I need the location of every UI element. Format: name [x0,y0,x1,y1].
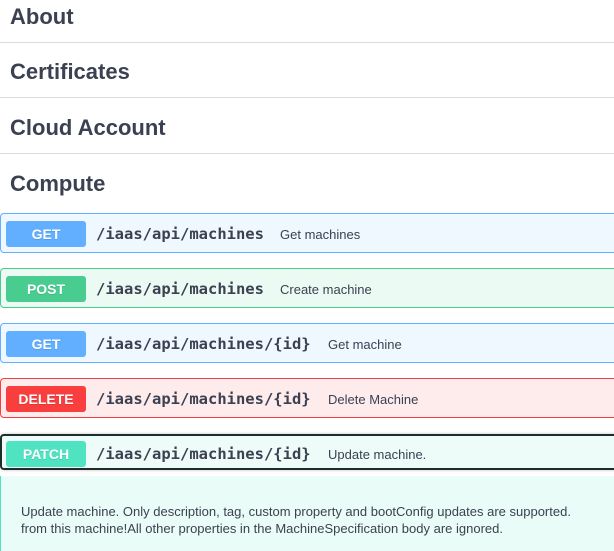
operation-post-machines[interactable]: POST /iaas/api/machines Create machine [0,268,614,308]
operation-path: /iaas/api/machines [96,280,264,298]
method-badge-get: GET [6,221,86,247]
operation-description: Update machine. Only description, tag, c… [21,504,571,536]
method-badge-patch: PATCH [6,441,86,467]
operation-path: /iaas/api/machines/{id} [96,390,311,408]
method-badge-post: POST [6,276,86,302]
method-badge-get: GET [6,331,86,357]
operation-delete-machine[interactable]: DELETE /iaas/api/machines/{id} Delete Ma… [0,378,614,418]
operation-get-machine-by-id[interactable]: GET /iaas/api/machines/{id} Get machine [0,323,614,363]
operation-patch-machine[interactable]: PATCH /iaas/api/machines/{id} Update mac… [0,434,614,470]
method-badge-delete: DELETE [6,386,86,412]
section-title-certificates: Certificates [10,59,130,84]
operation-summary: Get machines [280,227,361,242]
operation-path: /iaas/api/machines/{id} [96,445,311,463]
operation-details-panel: Update machine. Only description, tag, c… [0,476,614,551]
section-compute[interactable]: Compute [0,154,614,210]
section-title-compute: Compute [10,171,106,196]
operation-summary: Get machine [328,337,402,352]
operation-summary: Create machine [280,282,372,297]
operation-summary: Delete Machine [328,392,419,407]
section-title-cloud-account: Cloud Account [10,115,166,140]
section-title-about: About [10,4,74,29]
section-cloud-account[interactable]: Cloud Account [0,98,614,154]
section-about[interactable]: About [0,0,614,43]
section-certificates[interactable]: Certificates [0,43,614,98]
operation-summary: Update machine. [328,447,427,462]
operation-path: /iaas/api/machines [96,225,264,243]
operation-get-machines[interactable]: GET /iaas/api/machines Get machines [0,213,614,253]
operation-path: /iaas/api/machines/{id} [96,335,311,353]
